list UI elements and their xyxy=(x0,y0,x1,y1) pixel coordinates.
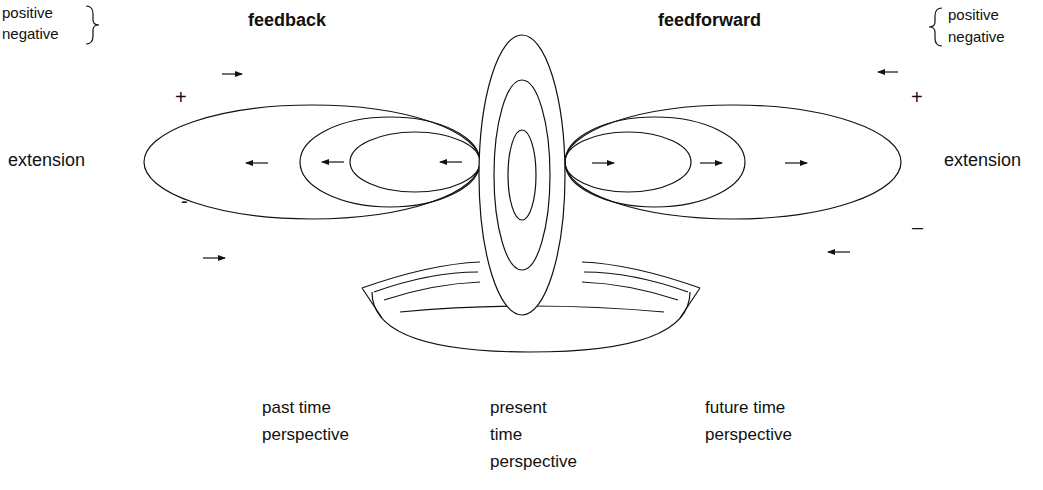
future-ellipse xyxy=(565,132,691,192)
section-title: feedback xyxy=(248,10,326,31)
flow-arrow xyxy=(592,162,614,163)
time-perspective-label: future time perspective xyxy=(705,394,792,448)
present-ellipse xyxy=(494,80,550,270)
stand xyxy=(374,272,480,300)
flow-arrow xyxy=(828,251,850,252)
brace xyxy=(929,8,942,46)
present-ellipse xyxy=(479,35,565,315)
flow-arrow xyxy=(440,161,462,162)
past-ellipse xyxy=(350,132,480,192)
flow-arrow xyxy=(878,71,898,72)
flow-arrow xyxy=(222,73,242,74)
time-perspective-label: past time perspective xyxy=(262,394,349,448)
sign-label: + xyxy=(911,86,923,109)
polarity-label: negative xyxy=(2,25,59,42)
flow-arrow xyxy=(700,162,722,163)
extension-label: extension xyxy=(944,150,1021,171)
stand xyxy=(362,262,480,318)
flow-arrow xyxy=(246,162,268,163)
sign-label: - xyxy=(181,190,188,213)
polarity-label: positive xyxy=(948,6,999,23)
stand xyxy=(582,272,688,300)
time-perspective-label: present time perspective xyxy=(490,394,577,475)
present-ellipse xyxy=(508,130,536,220)
sign-label: – xyxy=(912,216,923,239)
future-ellipse xyxy=(565,117,745,207)
flow-arrow xyxy=(203,257,225,258)
past-ellipse xyxy=(300,117,480,207)
past-ellipse xyxy=(144,105,480,219)
brace xyxy=(86,6,99,44)
polarity-label: positive xyxy=(2,4,53,21)
polarity-label: negative xyxy=(948,28,1005,45)
extension-label: extension xyxy=(8,150,85,171)
sign-label: + xyxy=(175,86,187,109)
future-ellipse xyxy=(565,105,901,219)
section-title: feedforward xyxy=(658,10,761,31)
flow-arrow xyxy=(322,161,344,162)
flow-arrow xyxy=(785,162,807,163)
